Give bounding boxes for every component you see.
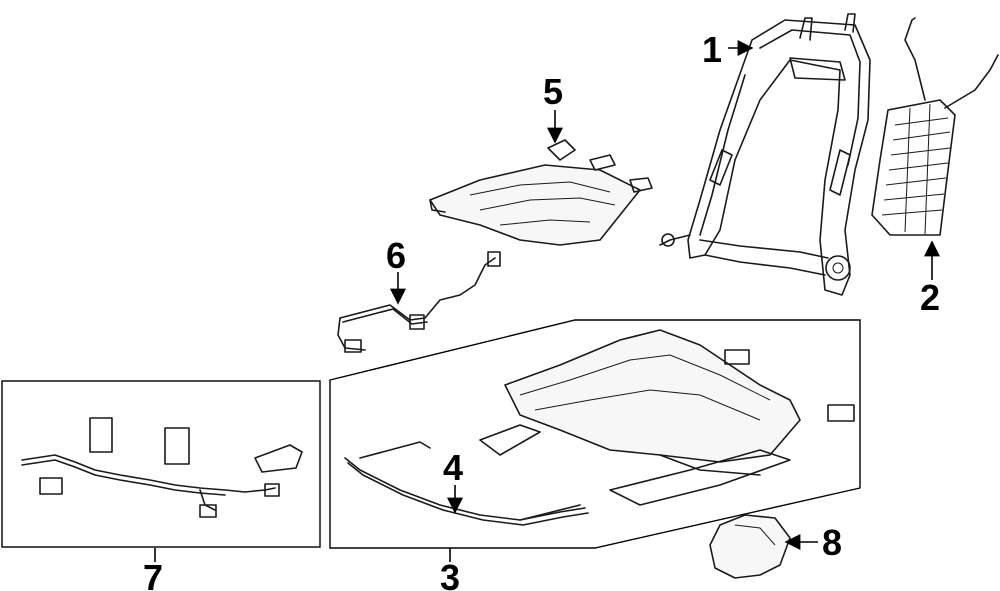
- seat-track-box-frame: [329, 319, 861, 549]
- callout-8: 8: [822, 522, 842, 563]
- seat-back-frame[interactable]: [659, 13, 871, 296]
- seat-wire-harness-upper[interactable]: [337, 251, 501, 353]
- seat-cushion-pan[interactable]: [429, 139, 653, 246]
- callout-2: 2: [920, 277, 940, 318]
- callout-6: 6: [386, 235, 406, 276]
- seat-track-end-cover[interactable]: [709, 514, 791, 579]
- seat-track-assembly[interactable]: [479, 329, 855, 506]
- seat-adjuster-rod[interactable]: [344, 441, 589, 526]
- callout-4: 4: [443, 447, 463, 488]
- callout-3: 3: [440, 557, 460, 591]
- callout-7: 7: [143, 557, 163, 591]
- lumbar-support-mat[interactable]: [871, 17, 999, 236]
- harness-box-frame: [1, 380, 321, 548]
- callout-5: 5: [543, 71, 563, 112]
- callout-1: 1: [702, 29, 722, 70]
- seat-wire-harness-lower[interactable]: [21, 417, 303, 518]
